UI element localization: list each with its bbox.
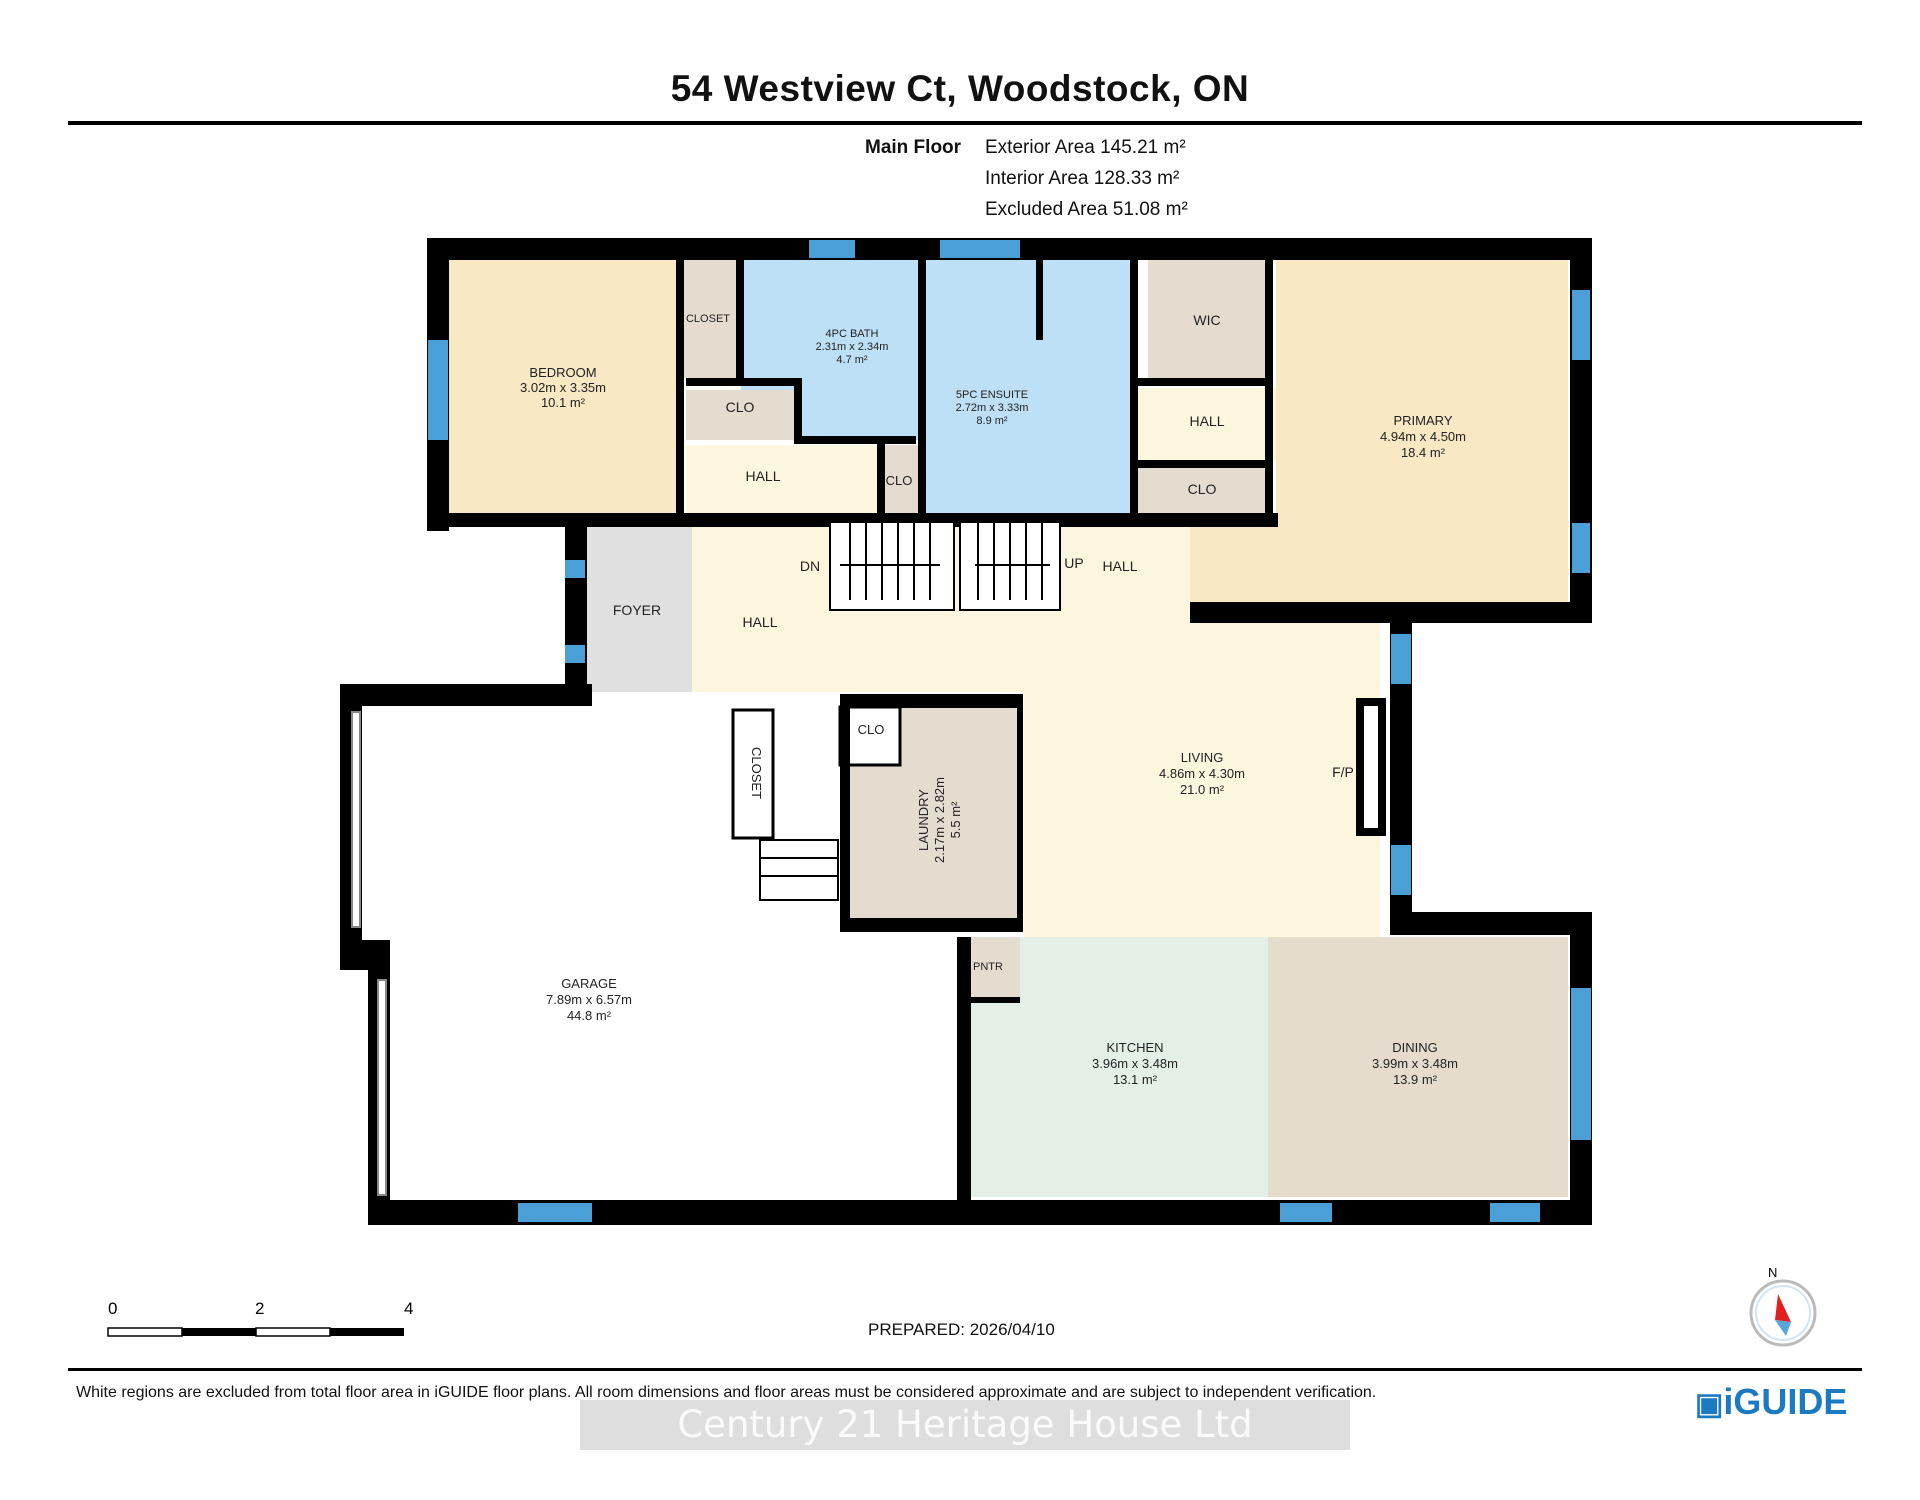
bed-hall-closet-fill [882,445,918,513]
bath-area: 4.7 m² [836,354,868,366]
pantry-fill-top [970,937,1020,997]
fireplace [1356,698,1386,836]
stairs-up-label: UP [1064,555,1083,571]
prepared-date: PREPARED: 2026/04/10 [868,1320,1055,1339]
primary-fill [1276,260,1568,602]
bedroom-fill [447,260,681,513]
primary-closet-fill [1138,465,1270,513]
scale-tick-4: 4 [404,1300,413,1318]
stairs [759,521,1061,901]
laundry-dims: 2.17m x 2.82m [932,777,947,863]
garage-name: GARAGE [561,976,617,991]
ensuite-name: 5PC ENSUITE [956,389,1028,401]
bed-hall-label: HALL [745,468,780,484]
primary-hall-fill [1138,388,1276,461]
scale-bar: 0 2 4 m [107,1300,413,1337]
iguide-logo-text: iGUIDE [1723,1381,1848,1422]
floor-name: Main Floor [865,137,962,158]
primary-hall-label: HALL [1189,413,1224,429]
kitchen-area: 13.1 m² [1113,1072,1158,1087]
exterior-area: Exterior Area 145.21 m² [985,137,1186,158]
ensuite-fill [925,260,1131,513]
bedroom-name: BEDROOM [529,365,596,380]
stairs-dn-label: DN [800,558,820,574]
bath-dims: 2.31m x 2.34m [816,341,889,353]
ensuite-dims: 2.72m x 3.33m [956,402,1029,414]
living-fill [1024,692,1380,937]
scale-tick-2: 2 [255,1300,264,1318]
foyer-label: FOYER [613,602,661,618]
ensuite-area: 8.9 m² [976,415,1008,427]
living-dims: 4.86m x 4.30m [1159,766,1245,781]
pantry-label: PNTR [973,961,1003,973]
bed-hall-closet-label: CLO [886,473,913,488]
garage-dims: 7.89m x 6.57m [546,992,632,1007]
bath-name: 4PC BATH [826,328,879,340]
bath-closet-label: CLO [726,399,755,415]
primary-name: PRIMARY [1394,413,1453,428]
bedroom-dims: 3.02m x 3.35m [520,380,606,395]
excluded-area: Excluded Area 51.08 m² [985,199,1188,220]
dining-area: 13.9 m² [1393,1072,1438,1087]
room-labels: BEDROOM 3.02m x 3.35m 10.1 m² CLOSET 4PC… [520,312,1466,1087]
bedroom-closet-fill [681,260,736,378]
upper-hall-label: HALL [1102,558,1137,574]
title-rule [68,121,1862,125]
bed-hall-fill [686,445,882,513]
garage-area: 44.8 m² [567,1008,612,1023]
foyer-fill [584,527,692,692]
main-hall-label: HALL [742,614,777,630]
disclaimer: White regions are excluded from total fl… [76,1384,1377,1401]
bedroom-closet-label: CLOSET [686,313,730,325]
wic-label: WIC [1193,312,1220,328]
laundry-text-group: LAUNDRY 2.17m x 2.82m 5.5 m² [916,777,963,863]
garage-closet-text-group: CLOSET [749,747,764,799]
compass-north-label: N [1768,1265,1777,1280]
fireplace-label: F/P [1332,764,1354,780]
kitchen-name: KITCHEN [1106,1040,1163,1055]
dining-dims: 3.99m x 3.48m [1372,1056,1458,1071]
dining-fill [1268,937,1568,1197]
laundry-name: LAUNDRY [916,789,931,851]
watermark: Century 21 Heritage House Ltd Brokerage [580,1400,1350,1496]
compass-icon: N [1749,1265,1817,1347]
living-area: 21.0 m² [1180,782,1225,797]
wic-fill [1148,260,1270,378]
primary-entry-fill [1190,513,1276,602]
laundry-area: 5.5 m² [948,801,963,839]
garage-side-openings [351,711,387,1196]
windows [428,240,1591,1222]
living-name: LIVING [1181,750,1224,765]
laundry-closet-label: CLO [858,722,885,737]
bath-closet-fill [686,390,796,440]
bedroom-area: 10.1 m² [541,395,586,410]
primary-area: 18.4 m² [1401,445,1446,460]
primary-closet-label: CLO [1188,481,1217,497]
footer-rule [68,1368,1862,1371]
garage-closet [731,708,775,840]
garage-closet-label: CLOSET [749,747,764,799]
scale-tick-0: 0 [108,1300,117,1318]
iguide-logo-icon: ▣ [1695,1388,1724,1421]
kitchen-dims: 3.96m x 3.48m [1092,1056,1178,1071]
page-title: 54 Westview Ct, Woodstock, ON [670,68,1250,109]
dining-name: DINING [1392,1040,1438,1055]
interior-area: Interior Area 128.33 m² [985,168,1180,189]
iguide-logo: ▣iGUIDE [1695,1381,1847,1423]
primary-dims: 4.94m x 4.50m [1380,429,1466,444]
